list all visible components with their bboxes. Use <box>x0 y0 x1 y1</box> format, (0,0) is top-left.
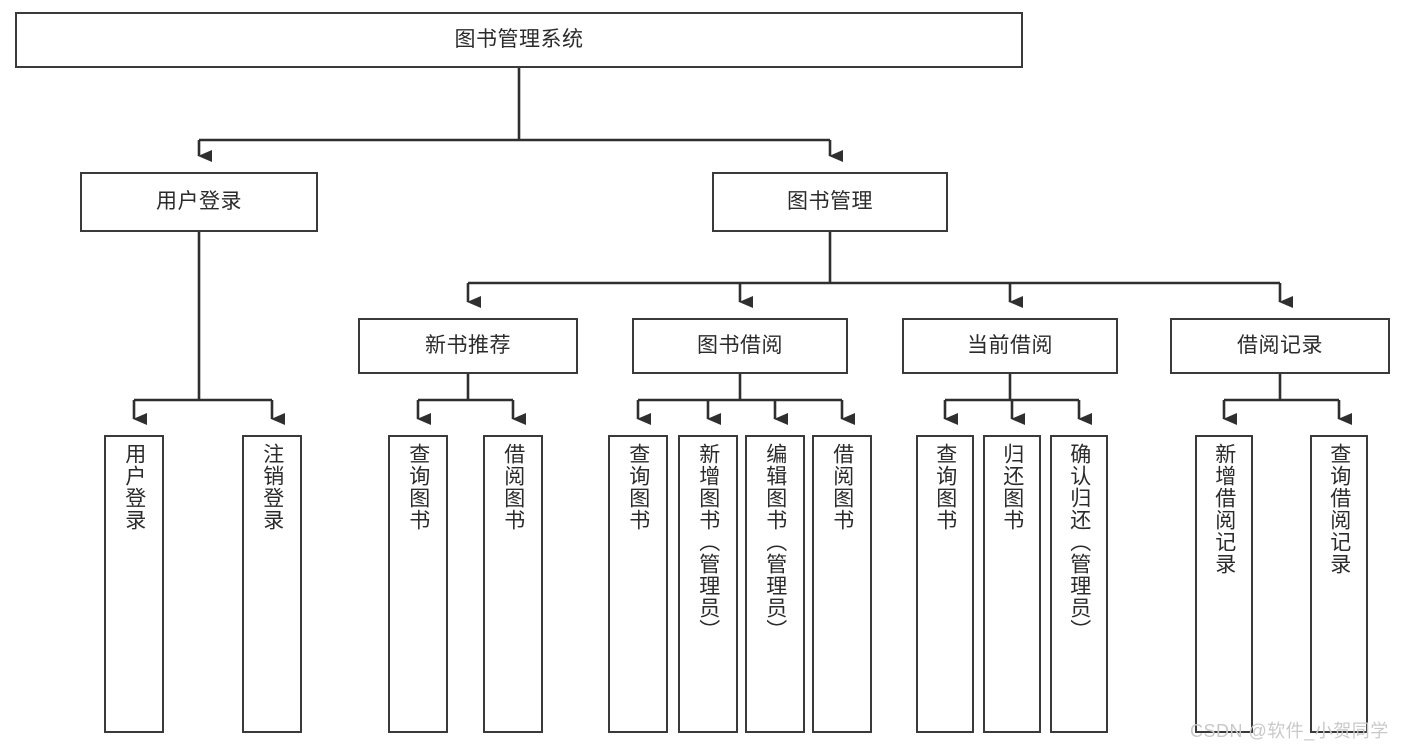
node-current-borrow-label: 当前借阅 <box>967 333 1053 357</box>
leaf-user-login[interactable]: 用户登录 <box>104 435 164 733</box>
leaf-add-borrow-record[interactable]: 新增借阅记录 <box>1195 435 1253 733</box>
leaf-query-book-recommend[interactable]: 查询图书 <box>388 435 448 733</box>
leaf-borrow-book[interactable]: 借阅图书 <box>812 435 872 733</box>
leaf-add-book-admin-label: 新增图书（管理员） <box>696 443 720 641</box>
leaf-edit-book-admin[interactable]: 编辑图书（管理员） <box>745 435 805 733</box>
leaf-return-book[interactable]: 归还图书 <box>983 435 1041 733</box>
leaf-borrow-book-label: 借阅图书 <box>830 443 854 531</box>
leaf-query-book-recommend-label: 查询图书 <box>406 443 430 531</box>
node-book-borrow[interactable]: 图书借阅 <box>632 318 848 374</box>
leaf-query-book-borrow-label: 查询图书 <box>626 443 650 531</box>
leaf-query-book-current[interactable]: 查询图书 <box>916 435 974 733</box>
node-borrow-record-label: 借阅记录 <box>1237 333 1323 357</box>
csdn-watermark: CSDN @软件_小贺同学 <box>1190 721 1389 741</box>
leaf-query-book-borrow[interactable]: 查询图书 <box>608 435 668 733</box>
leaf-logout-login-label: 注销登录 <box>260 443 284 531</box>
leaf-return-book-label: 归还图书 <box>1000 443 1024 531</box>
node-current-borrow[interactable]: 当前借阅 <box>902 318 1118 374</box>
node-root[interactable]: 图书管理系统 <box>15 12 1023 68</box>
node-borrow-record[interactable]: 借阅记录 <box>1170 318 1390 374</box>
leaf-logout-login[interactable]: 注销登录 <box>242 435 302 733</box>
leaf-query-borrow-record-label: 查询借阅记录 <box>1327 443 1351 575</box>
node-user-login[interactable]: 用户登录 <box>80 172 318 232</box>
node-book-borrow-label: 图书借阅 <box>697 333 783 357</box>
node-new-book-recommend[interactable]: 新书推荐 <box>358 318 578 374</box>
leaf-query-borrow-record[interactable]: 查询借阅记录 <box>1310 435 1368 733</box>
leaf-borrow-book-recommend-label: 借阅图书 <box>501 443 525 531</box>
leaf-user-login-label: 用户登录 <box>122 443 146 531</box>
node-user-login-label: 用户登录 <box>156 189 242 213</box>
leaf-query-book-current-label: 查询图书 <box>933 443 957 531</box>
node-book-management[interactable]: 图书管理 <box>712 172 948 232</box>
node-new-book-recommend-label: 新书推荐 <box>425 333 511 357</box>
node-book-management-label: 图书管理 <box>787 189 873 213</box>
leaf-confirm-return-admin-label: 确认归还（管理员） <box>1067 443 1091 641</box>
leaf-add-borrow-record-label: 新增借阅记录 <box>1212 443 1236 575</box>
node-root-label: 图书管理系统 <box>454 27 584 51</box>
leaf-add-book-admin[interactable]: 新增图书（管理员） <box>678 435 738 733</box>
leaf-edit-book-admin-label: 编辑图书（管理员） <box>763 443 787 641</box>
leaf-borrow-book-recommend[interactable]: 借阅图书 <box>483 435 543 733</box>
leaf-confirm-return-admin[interactable]: 确认归还（管理员） <box>1050 435 1108 733</box>
